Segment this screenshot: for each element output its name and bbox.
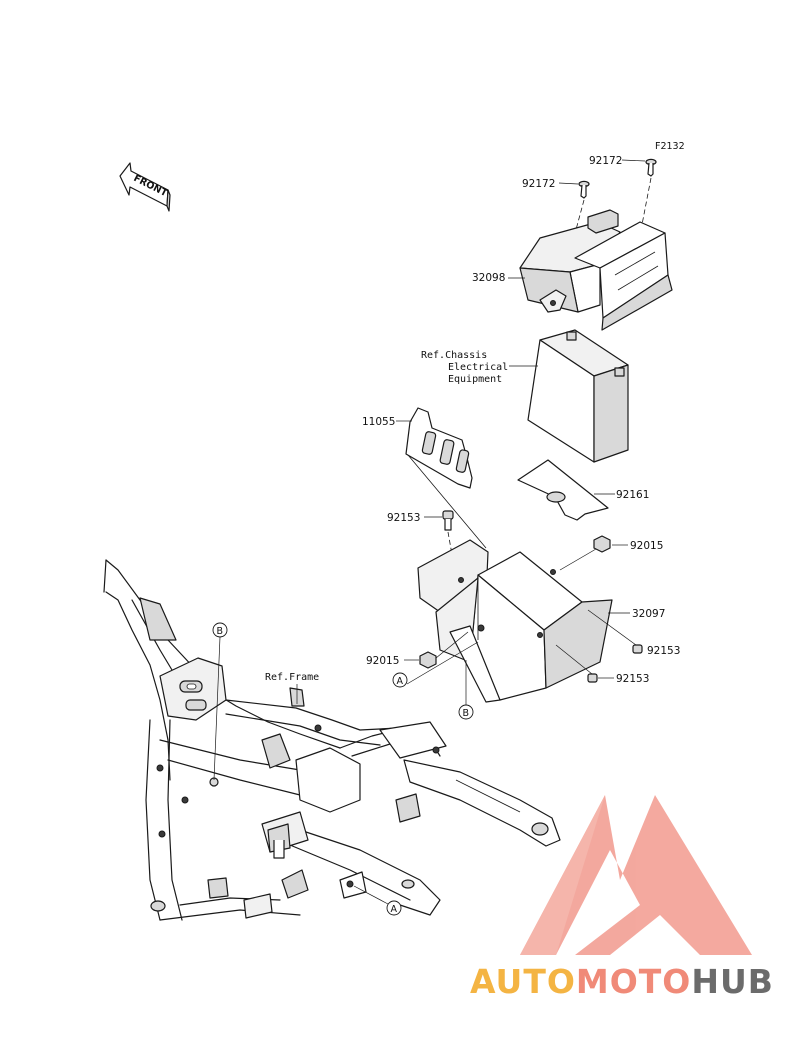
callout-a-upper: A <box>392 672 408 688</box>
svg-text:A: A <box>397 676 404 687</box>
label-32097: 32097 <box>632 608 665 620</box>
screw-92172-right <box>645 158 657 177</box>
label-11055: 11055 <box>362 416 395 428</box>
bolt-92153-right-lower <box>587 673 598 683</box>
wordmark-moto: MOTO <box>575 962 692 1001</box>
ref-chassis-line1: Ref.Chassis <box>421 350 487 361</box>
callout-b-lower: B <box>458 704 474 720</box>
automotohub-logo-mark <box>520 795 752 955</box>
ref-frame-label: Ref.Frame <box>265 672 319 683</box>
svg-text:A: A <box>391 904 398 915</box>
label-92015-right: 92015 <box>630 540 663 552</box>
label-92153-right-upper: 92153 <box>647 645 680 657</box>
front-direction-arrow: FRONT <box>119 162 171 212</box>
ref-chassis-line3: Equipment <box>448 374 502 385</box>
callout-a-lower: A <box>386 900 402 916</box>
battery <box>527 329 629 463</box>
wordmark-hub: HUB <box>691 962 774 1001</box>
screw-92172-left <box>578 180 590 199</box>
nut-92015-right <box>593 535 611 553</box>
label-92161: 92161 <box>616 489 649 501</box>
automotohub-wordmark: AUTOMOTOHUB <box>470 962 800 1002</box>
bolt-92153-right-upper <box>632 644 643 654</box>
label-92015-left: 92015 <box>366 655 399 667</box>
label-92153-right-lower: 92153 <box>616 673 649 685</box>
bolt-92153-left <box>442 510 454 531</box>
callout-b-upper: B <box>212 622 228 638</box>
svg-text:B: B <box>217 626 224 637</box>
wordmark-auto: AUTO <box>470 962 576 1001</box>
label-92153-left: 92153 <box>387 512 420 524</box>
battery-pad-92161 <box>517 459 609 521</box>
label-32098: 32098 <box>472 272 505 284</box>
nut-92015-left <box>419 651 437 669</box>
battery-case-32097 <box>417 539 613 703</box>
motorcycle-frame <box>103 559 561 921</box>
label-92172-right: 92172 <box>589 155 622 167</box>
battery-cover-32098 <box>519 209 673 331</box>
svg-text:B: B <box>463 708 470 719</box>
label-92172-left: 92172 <box>522 178 555 190</box>
figure-code: F2132 <box>655 141 685 152</box>
ref-chassis-line2: Electrical <box>448 362 508 373</box>
battery-holder-11055 <box>405 407 487 549</box>
